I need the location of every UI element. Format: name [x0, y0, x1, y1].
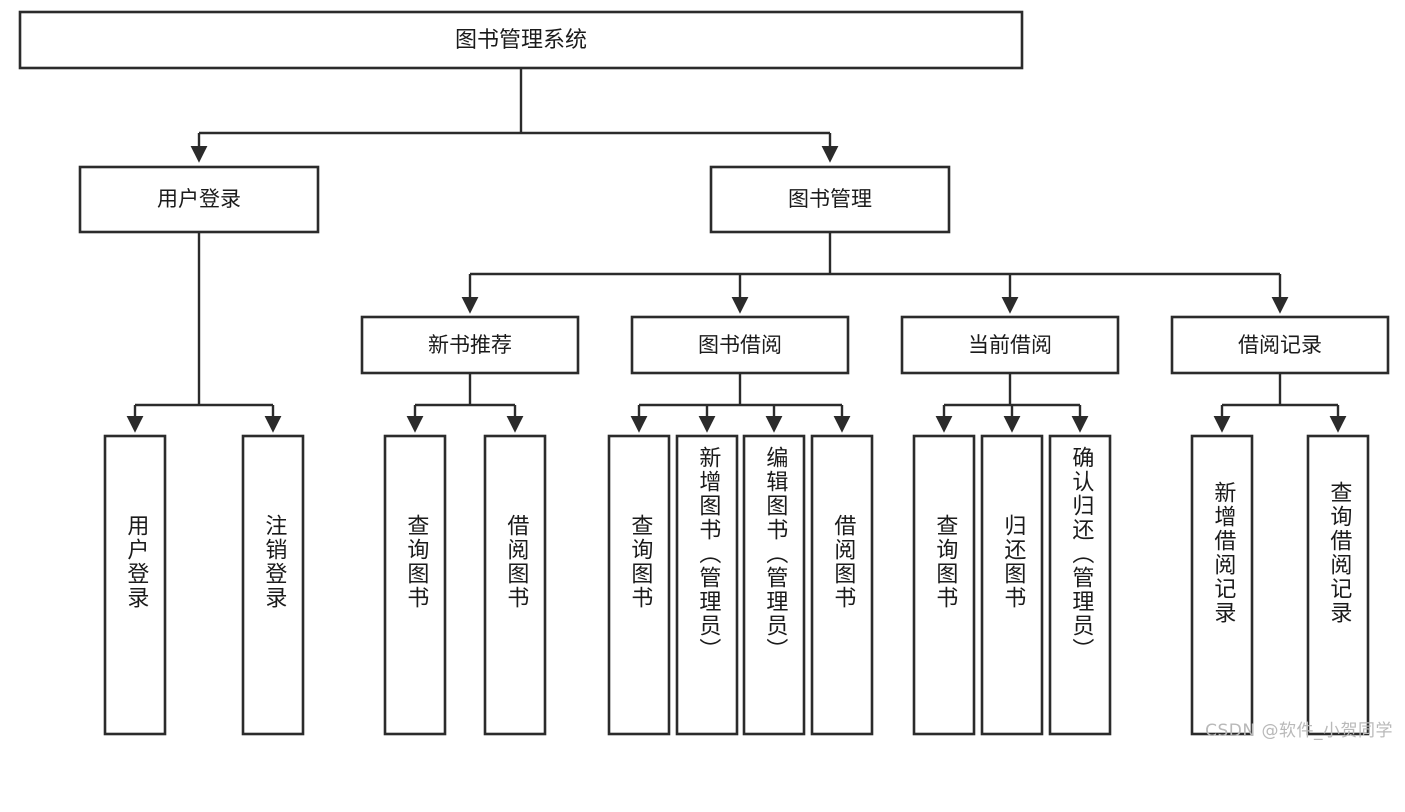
node-borrow-record-label: 借阅记录 — [1238, 333, 1322, 357]
node-borrow-record[interactable]: 借阅记录 — [1170, 315, 1390, 375]
node-user-login[interactable]: 用户登录 — [78, 165, 320, 234]
leaf-box-user-login-0[interactable] — [103, 434, 167, 736]
node-user-login-label: 用户登录 — [157, 187, 241, 211]
connector-group-current-borrow — [935, 373, 1089, 433]
node-book-borrow[interactable]: 图书借阅 — [630, 315, 850, 375]
diagram-canvas: 图书管理系统 用户登录 图书管理 新书推荐 图书借阅 当前借阅 借阅记录 — [18, 10, 1393, 741]
leaf-box-new-book-0[interactable] — [383, 434, 447, 736]
node-root-system-label: 图书管理系统 — [455, 28, 587, 53]
leaf-box-borrow-record-1[interactable] — [1306, 434, 1370, 736]
node-book-management-label: 图书管理 — [788, 187, 872, 211]
leaf-box-user-login-1[interactable] — [241, 434, 305, 736]
node-current-borrow[interactable]: 当前借阅 — [900, 315, 1120, 375]
connector-group-user-login — [126, 232, 282, 433]
leaf-box-current-borrow-1[interactable] — [980, 434, 1044, 736]
node-current-borrow-label: 当前借阅 — [968, 333, 1052, 357]
connector-group-new-book — [406, 373, 524, 433]
watermark-text: CSDN @软件_小贺同学 — [1205, 721, 1393, 741]
leaf-box-current-borrow-2[interactable] — [1048, 434, 1112, 736]
node-new-book-recommend-label: 新书推荐 — [428, 333, 512, 357]
connector-group-borrow-record — [1213, 373, 1347, 433]
leaf-box-borrow-record-0[interactable] — [1190, 434, 1254, 736]
leaf-box-book-borrow-2[interactable] — [742, 434, 806, 736]
connector-group-book-borrow — [630, 373, 851, 433]
node-root-system[interactable]: 图书管理系统 — [18, 10, 1024, 70]
tree-diagram: 图书管理系统 用户登录 图书管理 新书推荐 图书借阅 当前借阅 借阅记录 — [18, 10, 1390, 736]
node-book-management[interactable]: 图书管理 — [709, 165, 951, 234]
leaf-box-new-book-1[interactable] — [483, 434, 547, 736]
node-book-borrow-label: 图书借阅 — [698, 333, 782, 357]
connector-group-book-management — [461, 232, 1289, 314]
leaf-box-current-borrow-0[interactable] — [912, 434, 976, 736]
connector-group-root — [190, 68, 839, 163]
leaf-box-book-borrow-3[interactable] — [810, 434, 874, 736]
node-new-book-recommend[interactable]: 新书推荐 — [360, 315, 580, 375]
leaf-box-book-borrow-0[interactable] — [607, 434, 671, 736]
leaf-box-book-borrow-1[interactable] — [675, 434, 739, 736]
